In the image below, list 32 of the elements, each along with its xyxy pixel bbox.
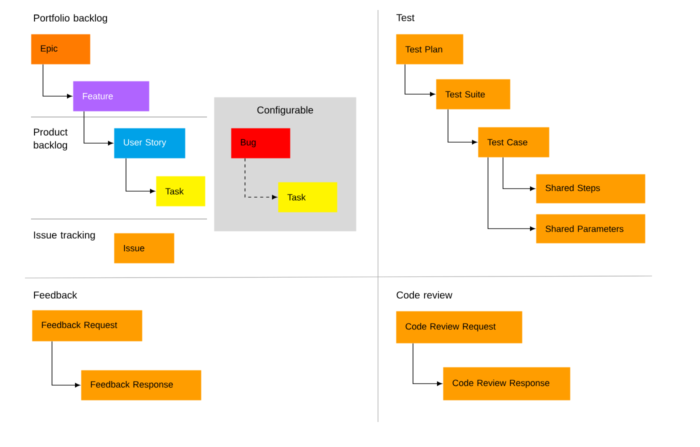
work-item-box: Test Case: [478, 127, 550, 158]
connector-arrow: [52, 341, 80, 388]
work-item-box: User Story: [114, 128, 186, 158]
connector-arrow: [244, 158, 278, 200]
connector-arrow: [84, 111, 114, 146]
work-item-box: Feature: [73, 81, 150, 112]
work-item-box: Test Suite: [436, 79, 510, 110]
section-heading: Test: [396, 14, 414, 22]
work-item-box: Shared Steps: [536, 174, 646, 204]
connector-arrow: [488, 157, 536, 231]
section-heading: Product backlog: [34, 128, 68, 151]
section-heading: Portfolio backlog: [34, 14, 108, 24]
work-item-box: Task: [278, 182, 338, 212]
work-item-box: Test Plan: [396, 34, 464, 64]
connector-arrow: [42, 64, 72, 98]
work-item-box: Feedback Request: [32, 310, 142, 342]
connector-arrow: [502, 157, 536, 191]
connector-arrow: [126, 158, 156, 194]
work-item-box: Code Review Response: [443, 367, 570, 400]
work-item-box: Shared Parameters: [536, 214, 646, 244]
section-heading: Feedback: [34, 291, 78, 299]
connector-arrow: [412, 343, 442, 386]
work-item-box: Code Review Request: [396, 311, 522, 344]
connector-arrow: [404, 64, 436, 96]
connector-arrow: [448, 109, 478, 144]
section-heading: Issue tracking: [34, 231, 95, 241]
work-item-box: Feedback Response: [81, 370, 202, 400]
work-item-box: Bug: [231, 128, 290, 158]
section-heading: Code review: [396, 291, 452, 299]
work-item-box: Epic: [31, 34, 90, 64]
work-item-box: Task: [156, 176, 206, 206]
work-item-box: Issue: [114, 233, 174, 264]
